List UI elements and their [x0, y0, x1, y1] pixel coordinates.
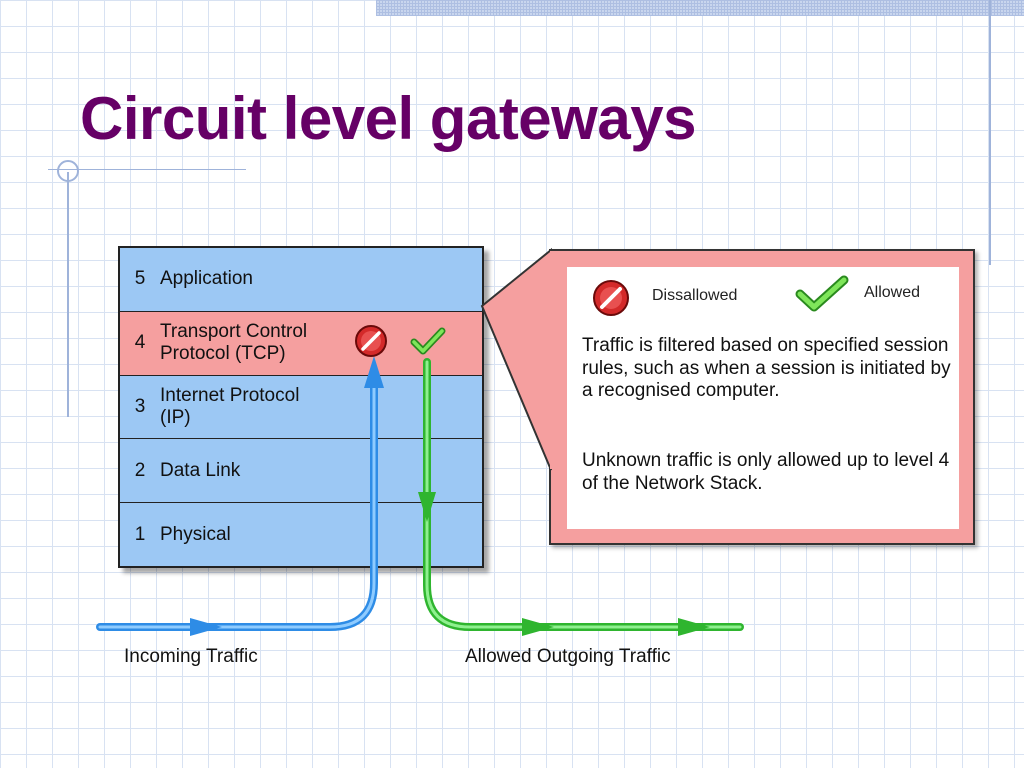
- layer-name: Data Link: [160, 459, 241, 481]
- layer-internet: 3 Internet Protocol (IP): [120, 374, 482, 439]
- incoming-traffic-label: Incoming Traffic: [124, 646, 258, 667]
- legend-disallowed-label: Dissallowed: [652, 287, 738, 304]
- layer-name: Internet Protocol (IP): [160, 384, 300, 428]
- layer-physical: 1 Physical: [120, 502, 482, 566]
- callout-inner-panel: [567, 267, 959, 529]
- layer-data-link: 2 Data Link: [120, 438, 482, 503]
- disallowed-icon: [355, 325, 387, 357]
- callout-paragraph-1: Traffic is filtered based on specified s…: [582, 335, 951, 401]
- layer-name: Application: [160, 268, 253, 290]
- network-stack: 5 Application 4 Transport Control Protoc…: [118, 246, 484, 568]
- decorative-vertical-line-right: [989, 0, 991, 265]
- decorative-vertical-line-left: [67, 172, 69, 417]
- layer-number: 3: [134, 395, 146, 417]
- check-icon: [410, 327, 446, 355]
- callout-pointer-mask: [550, 251, 554, 469]
- legend-check-icon: [795, 275, 849, 312]
- layer-transport: 4 Transport Control Protocol (TCP): [120, 310, 482, 375]
- layer-name: Transport Control Protocol (TCP): [160, 321, 308, 365]
- layer-number: 5: [134, 268, 146, 290]
- callout-paragraph-2: Unknown traffic is only allowed up to le…: [582, 450, 950, 494]
- title-bullet-circle: [57, 160, 79, 182]
- layer-number: 1: [134, 523, 146, 545]
- title-underline: [48, 169, 246, 170]
- callout-pointer: [480, 247, 552, 471]
- legend-disallowed-icon: [593, 280, 629, 316]
- slide-title: Circuit level gateways: [80, 85, 696, 152]
- layer-number: 2: [134, 459, 146, 481]
- outgoing-traffic-label: Allowed Outgoing Traffic: [465, 646, 671, 667]
- layer-application: 5 Application: [120, 248, 482, 311]
- legend-allowed-label: Allowed: [864, 284, 921, 301]
- layer-number: 4: [134, 332, 146, 354]
- top-decorative-band: [376, 0, 1024, 16]
- outgoing-traffic-arrow: [418, 358, 744, 636]
- incoming-traffic-arrow: [96, 356, 384, 636]
- layer-name: Physical: [160, 523, 231, 545]
